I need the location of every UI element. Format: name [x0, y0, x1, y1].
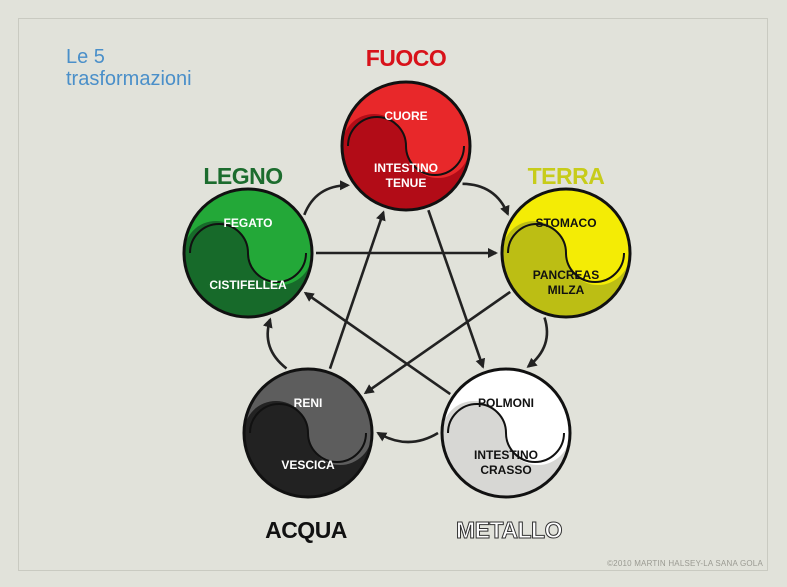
acqua-organ-bottom: VESCICA	[281, 458, 335, 472]
terra-circle-light-half	[502, 189, 630, 285]
slide-frame	[18, 18, 768, 571]
metallo-organ-bottom: CRASSO	[480, 463, 531, 477]
legno-yin-yang-curve	[189, 223, 307, 283]
controlling-arrow-terra-to-acqua	[363, 290, 511, 395]
acqua-organ-top: RENI	[294, 396, 323, 410]
fuoco-circle-outline	[340, 80, 472, 212]
generating-arrow-acqua-to-legno	[262, 317, 288, 370]
controlling-arrow-metallo-to-legno	[303, 291, 451, 396]
page-title-line-1: Le 5	[66, 46, 105, 68]
generating-arrow-legno-to-fuoco	[303, 180, 351, 216]
legno-circle-outline	[182, 187, 314, 319]
arrows-layer	[262, 180, 549, 444]
generating-arrow-metallo-to-acqua	[376, 431, 439, 444]
legno-circle-light-half	[184, 189, 312, 285]
terra-organ-bottom: MILZA	[548, 283, 585, 297]
generating-arrow-fuoco-to-terra	[462, 182, 510, 216]
fuoco-circle-light-half	[342, 82, 470, 178]
terra-name-label: TERRA	[528, 163, 605, 189]
fuoco-organ-bottom: INTESTINO	[374, 161, 438, 175]
elements-layer: CUOREINTESTINOTENUEFUOCOSTOMACOPANCREASM…	[182, 45, 632, 544]
terra-circle-outline	[500, 187, 632, 319]
metallo-circle-outline	[440, 367, 572, 499]
legno-organ-top: FEGATO	[224, 216, 273, 230]
acqua-circle-outline	[242, 367, 374, 499]
metallo-name-label: METALLO	[456, 517, 562, 543]
terra-organ-top: STOMACO	[535, 216, 596, 230]
metallo-organ-top: POLMONI	[478, 396, 534, 410]
controlling-arrow-fuoco-to-metallo	[427, 209, 486, 369]
acqua-circle-light-half	[244, 369, 372, 465]
page-title: Le 5 trasformazioni	[66, 46, 266, 90]
metallo-organ-bottom: INTESTINO	[474, 448, 538, 462]
metallo-circle-light-half	[442, 369, 570, 465]
terra-organ-bottom: PANCREAS	[533, 268, 599, 282]
element-acqua: RENI VESCICA ACQUA	[242, 367, 374, 543]
fuoco-organ-top: CUORE	[384, 109, 427, 123]
controlling-arrow-acqua-to-fuoco	[328, 210, 386, 370]
page-title-line-2: trasformazioni	[66, 68, 192, 90]
legno-organ-bottom: CISTIFELLEA	[209, 278, 287, 292]
acqua-name-label: ACQUA	[265, 517, 347, 543]
fuoco-name-label: FUOCO	[366, 45, 447, 71]
element-legno: FEGATO CISTIFELLEA LEGNO	[182, 163, 314, 319]
fuoco-organ-bottom: TENUE	[386, 176, 427, 190]
terra-yin-yang-curve	[507, 223, 625, 283]
metallo-yin-yang-curve	[447, 403, 565, 463]
copyright-text: ©2010 MARTIN HALSEY-LA SANA GOLA	[607, 559, 763, 568]
fuoco-yin-yang-curve	[347, 116, 465, 176]
legno-name-label: LEGNO	[203, 163, 282, 189]
acqua-yin-yang-curve	[249, 403, 367, 463]
generating-arrow-terra-to-metallo	[526, 317, 549, 368]
